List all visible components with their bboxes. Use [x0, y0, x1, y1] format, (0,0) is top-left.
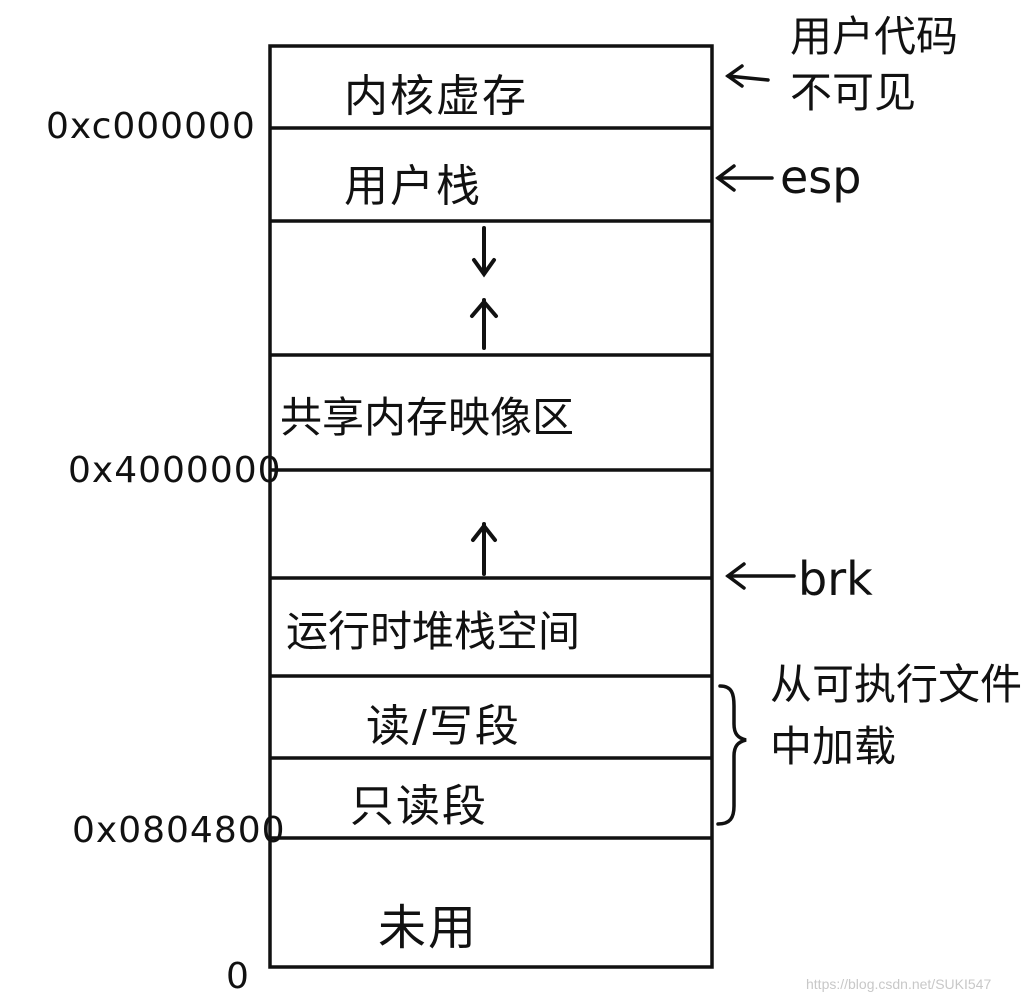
- watermark: https://blog.csdn.net/SUKI547: [806, 976, 992, 992]
- kernel-note-line2: 不可见: [790, 68, 917, 117]
- segment-user-stack-label: 用户栈: [344, 161, 482, 212]
- kernel-note-arrow-icon: [724, 64, 770, 88]
- esp-arrow-icon: [715, 164, 774, 192]
- esp-label: esp: [780, 150, 862, 204]
- segment-heap-label: 运行时堆栈空间: [286, 607, 581, 656]
- address-zero: 0: [226, 956, 250, 997]
- segment-unused-label: 未用: [378, 900, 479, 956]
- loaded-brace-icon: [716, 684, 747, 826]
- stack-down-arrow: [472, 226, 496, 278]
- segment-kernel-label: 内核虚存: [344, 71, 528, 122]
- address-kernel-base: 0xc000000: [46, 106, 256, 147]
- memory-outer-box: [268, 44, 714, 969]
- kernel-note-line1: 用户代码: [790, 12, 959, 61]
- brk-arrow-icon: [725, 562, 796, 590]
- loaded-note-line1: 从可执行文件: [770, 660, 1023, 709]
- segment-ro-label: 只读段: [350, 781, 488, 832]
- segment-mmap-label: 共享内存映像区: [280, 393, 575, 442]
- segment-rw-label: 读/写段: [366, 701, 521, 752]
- address-text-base: 0x0804800: [72, 810, 286, 851]
- heap-up-arrow: [471, 522, 497, 576]
- brk-label: brk: [798, 552, 873, 606]
- loaded-note-line2: 中加载: [770, 722, 897, 771]
- mmap-up-arrow: [470, 298, 498, 350]
- address-mmap-base: 0x4000000: [68, 450, 282, 491]
